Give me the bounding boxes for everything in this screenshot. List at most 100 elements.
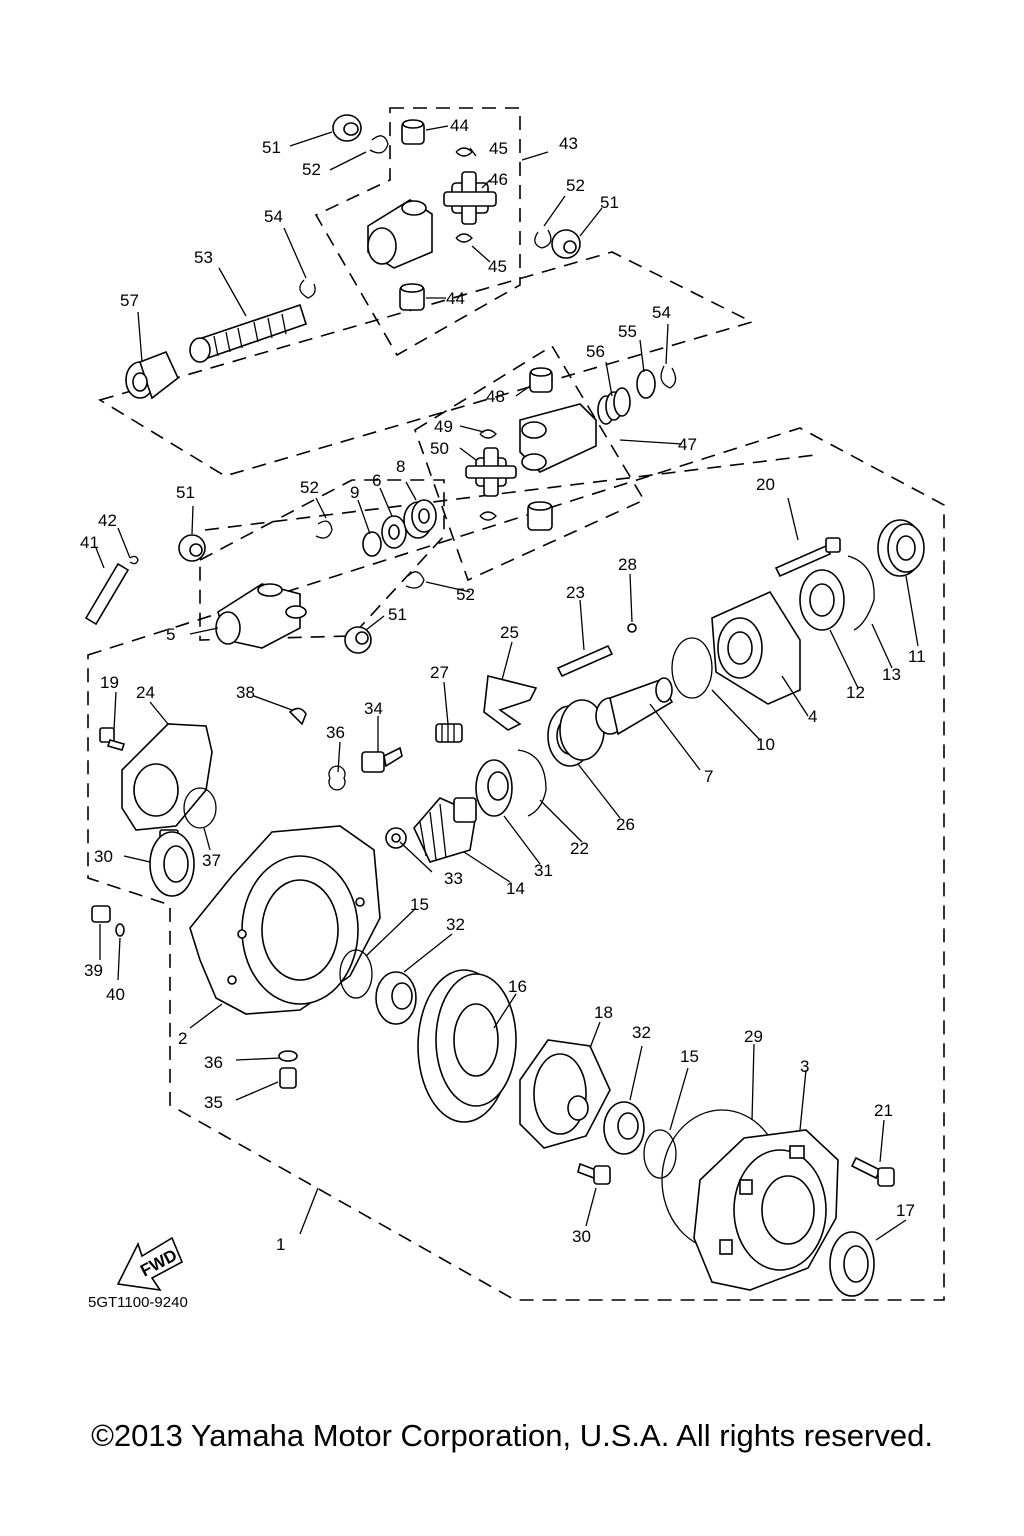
ball-28 bbox=[627, 623, 637, 633]
callout-label: 30 bbox=[572, 1227, 591, 1246]
bearing-51-yoke bbox=[178, 534, 206, 562]
callout-label: 50 bbox=[430, 439, 449, 458]
callout-label: 7 bbox=[704, 767, 713, 786]
callout-label: 42 bbox=[98, 511, 117, 530]
callout-label: 14 bbox=[506, 879, 525, 898]
bearing-51-lower bbox=[344, 626, 372, 654]
spring-56 bbox=[597, 387, 631, 425]
callout-label: 38 bbox=[236, 683, 255, 702]
callout-label: 31 bbox=[534, 861, 553, 880]
fwd-arrow-icon: FWD bbox=[116, 1236, 184, 1292]
shift-fork-25 bbox=[483, 675, 538, 731]
callout-label: 40 bbox=[106, 985, 125, 1004]
callout-label: 51 bbox=[262, 138, 281, 157]
callout-label: 53 bbox=[194, 248, 213, 267]
bearing-32-left bbox=[375, 971, 417, 1025]
oil-seal-11 bbox=[877, 519, 925, 577]
spider-46-top bbox=[443, 171, 497, 225]
callout-label: 10 bbox=[756, 735, 775, 754]
callout-label: 32 bbox=[446, 915, 465, 934]
callout-label: 1 bbox=[276, 1235, 285, 1254]
callout-label: 29 bbox=[744, 1027, 763, 1046]
circlip-22 bbox=[517, 749, 547, 817]
bolt-19 bbox=[99, 727, 126, 751]
washer-36-upper bbox=[328, 765, 346, 791]
diagram-code: 5GT1100-9240 bbox=[88, 1294, 188, 1311]
callout-label: 54 bbox=[652, 303, 671, 322]
bearing-51-top bbox=[332, 114, 362, 142]
callout-label: 52 bbox=[302, 160, 321, 179]
callout-label: 36 bbox=[204, 1053, 223, 1072]
o-ring-37 bbox=[183, 787, 217, 829]
clip-42 bbox=[129, 555, 139, 565]
housing-divider-line bbox=[204, 454, 816, 531]
callout-label: 35 bbox=[204, 1093, 223, 1112]
callout-label: 55 bbox=[618, 322, 637, 341]
callout-label: 36 bbox=[326, 723, 345, 742]
circlip-54-shaft bbox=[299, 279, 316, 299]
callout-label: 32 bbox=[632, 1023, 651, 1042]
clip-49-bottom bbox=[479, 511, 497, 521]
callout-label: 51 bbox=[600, 193, 619, 212]
bearing-32-right bbox=[603, 1101, 645, 1155]
coupling-gear-26 bbox=[547, 699, 605, 767]
ring-gear-16 bbox=[417, 969, 517, 1123]
callout-label: 25 bbox=[500, 623, 519, 642]
circlip-52-right bbox=[534, 229, 552, 249]
callout-label: 9 bbox=[350, 483, 359, 502]
callout-label: 20 bbox=[756, 475, 775, 494]
circlip-52-top bbox=[369, 135, 389, 154]
callout-label: 45 bbox=[489, 139, 508, 158]
bearing-housing-4 bbox=[711, 590, 801, 705]
callout-label: 19 bbox=[100, 673, 119, 692]
callout-label: 41 bbox=[80, 533, 99, 552]
callout-label: 17 bbox=[896, 1201, 915, 1220]
callout-label: 30 bbox=[94, 847, 113, 866]
yoke-group-boundary bbox=[199, 479, 445, 641]
callout-label: 45 bbox=[488, 257, 507, 276]
pin-41 bbox=[84, 562, 130, 626]
callout-label: 6 bbox=[372, 471, 381, 490]
callout-label: 37 bbox=[202, 851, 221, 870]
callout-label: 57 bbox=[120, 291, 139, 310]
callout-label: 5 bbox=[166, 625, 175, 644]
pinion-gear-14 bbox=[413, 797, 477, 863]
callout-label: 44 bbox=[450, 116, 469, 135]
bearing-cup-48-bottom bbox=[527, 501, 553, 531]
o-ring-15-right bbox=[643, 1129, 677, 1179]
oil-seal-30-right bbox=[829, 1231, 875, 1297]
cover-3 bbox=[693, 1129, 839, 1291]
pinion-shaft-7 bbox=[595, 677, 674, 736]
callout-label: 15 bbox=[410, 895, 429, 914]
callout-label: 26 bbox=[616, 815, 635, 834]
differential-case-18 bbox=[519, 1039, 611, 1149]
callout-label: 44 bbox=[446, 289, 465, 308]
callout-label: 54 bbox=[264, 207, 283, 226]
boot-57 bbox=[125, 350, 179, 400]
o-ring-10 bbox=[671, 637, 713, 699]
callout-label: 46 bbox=[489, 170, 508, 189]
callout-numbers: 51 52 44 45 43 46 52 51 54 53 45 44 57 5… bbox=[80, 116, 926, 1254]
callout-label: 3 bbox=[800, 1057, 809, 1076]
washer-6 bbox=[381, 515, 407, 549]
final-drive-assembly-boundary bbox=[87, 427, 945, 1301]
callout-label: 11 bbox=[908, 647, 926, 666]
callout-label: 21 bbox=[874, 1101, 893, 1120]
drive-shaft-group-boundary bbox=[98, 251, 755, 477]
yoke-5 bbox=[215, 583, 307, 649]
circlip-13 bbox=[847, 555, 875, 631]
washer-36-lower bbox=[278, 1050, 298, 1062]
callout-label: 52 bbox=[566, 176, 585, 195]
drain-plug-39 bbox=[91, 905, 111, 923]
copyright-notice: ©2013 Yamaha Motor Corporation, U.S.A. A… bbox=[91, 1418, 933, 1453]
seal-8 bbox=[403, 499, 437, 539]
bearing-12 bbox=[799, 569, 845, 631]
callout-label: 43 bbox=[559, 134, 578, 153]
callout-label: 16 bbox=[508, 977, 527, 996]
callout-label: 51 bbox=[388, 605, 407, 624]
circlip-54-joint bbox=[660, 365, 677, 389]
second-joint-group-boundary bbox=[414, 344, 646, 582]
bolt-20 bbox=[774, 537, 841, 578]
callout-label: 52 bbox=[456, 585, 475, 604]
callout-label: 47 bbox=[678, 435, 697, 454]
